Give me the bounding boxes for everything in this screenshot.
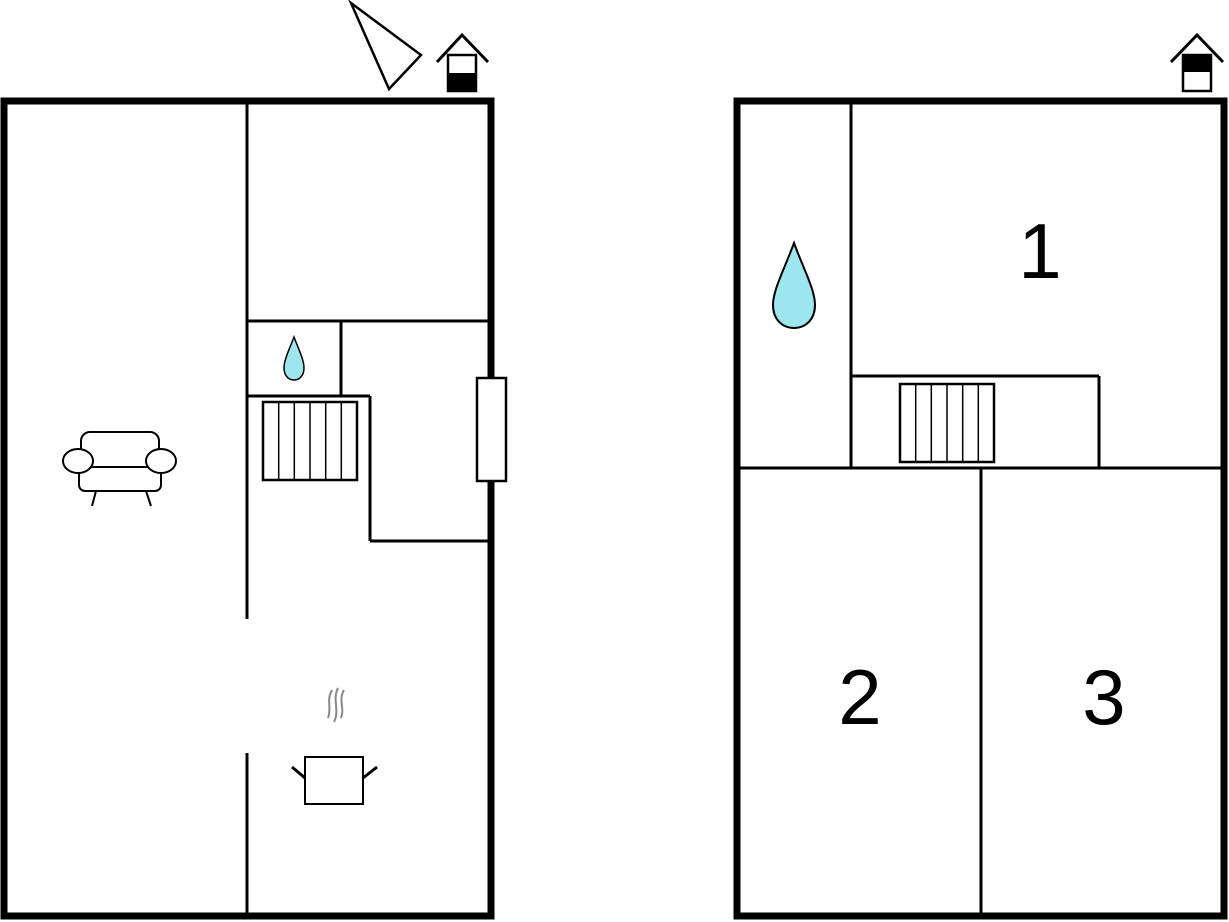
north-arrow-icon bbox=[348, 0, 423, 92]
sofa-icon bbox=[62, 431, 177, 507]
cooking-pot-icon bbox=[291, 687, 378, 805]
house-upper-level-icon bbox=[1169, 32, 1225, 93]
water-drop-icon bbox=[771, 240, 817, 330]
ground-floor-plan bbox=[0, 0, 508, 920]
staircase-icon bbox=[898, 382, 996, 464]
door-icon bbox=[475, 376, 508, 483]
water-drop-icon bbox=[283, 334, 305, 381]
upper-floor-plan: 1 2 3 bbox=[733, 32, 1228, 920]
room-number-1: 1 bbox=[1018, 207, 1061, 295]
house-ground-level-icon bbox=[435, 32, 490, 93]
room-number-3: 3 bbox=[1082, 653, 1125, 741]
upper-floor-outer-wall bbox=[733, 97, 1228, 920]
staircase-icon bbox=[261, 400, 359, 482]
room-number-2: 2 bbox=[838, 653, 881, 741]
ground-floor-outer-wall bbox=[0, 97, 495, 920]
